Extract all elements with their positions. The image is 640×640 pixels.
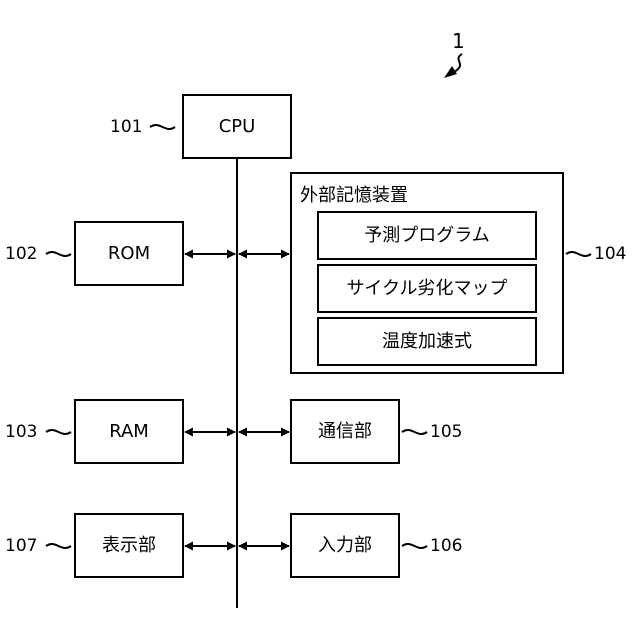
comm-ref: 105 xyxy=(430,422,462,442)
storage-ref: 104 xyxy=(594,244,626,264)
display-ref: 107 xyxy=(5,536,37,556)
system-ref-arrowhead xyxy=(444,66,457,78)
ram-label: RAM xyxy=(109,421,149,442)
system-ref-leader xyxy=(454,54,462,72)
ram-ref-leader xyxy=(46,430,71,434)
system-ref-label: 1 xyxy=(452,29,465,53)
rom-ref: 102 xyxy=(5,244,37,264)
comm-ref-leader xyxy=(402,430,427,434)
rom-label: ROM xyxy=(108,243,150,264)
input-ref-leader xyxy=(402,544,427,548)
rom-ref-leader xyxy=(46,252,71,256)
storage-item-1: 予測プログラム xyxy=(364,225,489,246)
ram-ref: 103 xyxy=(5,422,37,442)
storage-item-3: 温度加速式 xyxy=(382,331,472,352)
storage-item-2: サイクル劣化マップ xyxy=(346,278,507,299)
input-label: 入力部 xyxy=(318,535,372,556)
cpu-label: CPU xyxy=(219,116,256,137)
comm-label: 通信部 xyxy=(318,421,372,442)
input-ref: 106 xyxy=(430,536,462,556)
cpu-ref-leader xyxy=(150,125,175,129)
storage-ref-leader xyxy=(566,252,591,256)
storage-label: 外部記憶装置 xyxy=(300,185,408,206)
display-label: 表示部 xyxy=(102,535,156,556)
display-ref-leader xyxy=(46,544,71,548)
cpu-ref: 101 xyxy=(110,117,142,137)
